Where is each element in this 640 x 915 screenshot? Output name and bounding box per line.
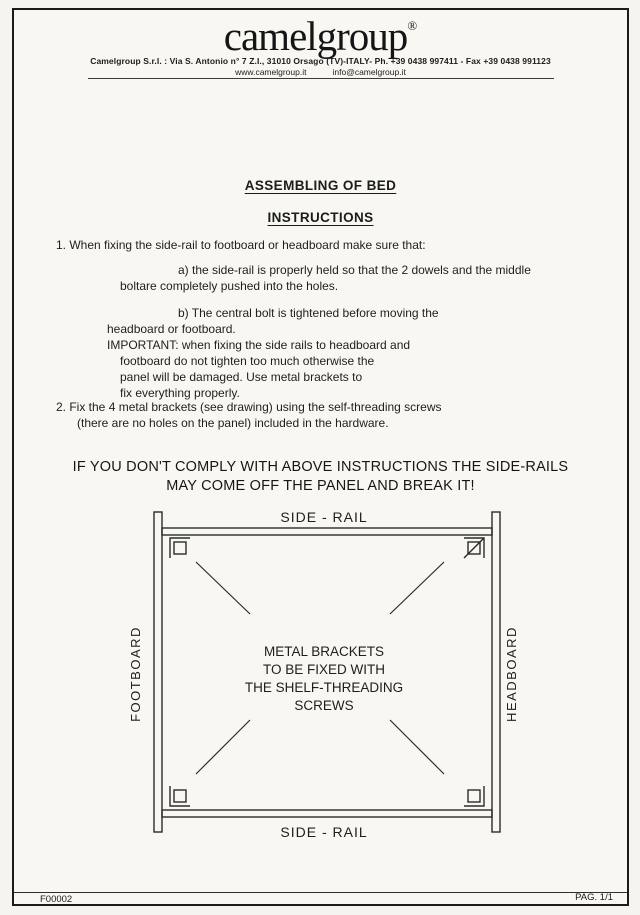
document-title: ASSEMBLING OF BED	[244, 178, 397, 193]
instruction-1b-line: footboard do not tighten too much otherw…	[120, 354, 375, 368]
document-page: camelgroup® Camelgroup S.r.l. : Via S. A…	[12, 8, 629, 906]
warning-line: IF YOU DON'T COMPLY WITH ABOVE INSTRUCTI…	[72, 459, 569, 475]
header-divider	[88, 78, 554, 79]
headboard-rail	[491, 511, 501, 833]
instruction-2: 2. Fix the 4 metal brackets (see drawing…	[56, 399, 442, 431]
registered-trademark-icon: ®	[407, 18, 418, 33]
metal-bracket-bottom-left	[169, 786, 190, 807]
company-logo: camelgroup®	[14, 12, 627, 60]
pointer-line-bottom-left	[195, 719, 251, 775]
page-number: PAG. 1/1	[575, 892, 613, 903]
side-rail-top-bar	[161, 527, 493, 536]
instruction-1: 1. When fixing the side-rail to footboar…	[56, 238, 426, 252]
pointer-line-top-left	[195, 561, 251, 615]
form-number: F00002	[40, 894, 73, 905]
bed-frame-drawing: SIDE - RAIL SIDE - RAIL	[128, 509, 519, 840]
instruction-1b-line: IMPORTANT: when fixing the side rails to…	[107, 338, 411, 352]
instruction-1a: a) the side-rail is properly held so tha…	[120, 262, 531, 294]
instruction-1a-line: boltare completely pushed into the holes…	[120, 279, 339, 293]
instruction-2-line: (there are no holes on the panel) includ…	[77, 416, 389, 430]
instruction-1b-line: fix everything properly.	[120, 386, 240, 400]
instruction-1a-line: a) the side-rail is properly held so tha…	[178, 263, 531, 277]
document-subtitle: INSTRUCTIONS	[267, 210, 374, 225]
center-note-line: TO BE FIXED WITH	[263, 662, 385, 677]
metal-bracket-top-left	[169, 537, 190, 558]
warning-line: MAY COME OFF THE PANEL AND BREAK IT!	[166, 478, 475, 494]
logo-text: camelgroup	[223, 13, 409, 59]
side-rail-bottom-bar	[161, 809, 493, 818]
instruction-1b-line: b) The central bolt is tightened before …	[178, 306, 439, 320]
footboard-rail	[153, 511, 163, 833]
company-email: info@camelgroup.it	[332, 67, 406, 77]
center-note-line: THE SHELF-THREADING	[245, 680, 403, 695]
instruction-2-line: 2. Fix the 4 metal brackets (see drawing…	[56, 400, 442, 414]
headboard-label: HEADBOARD	[504, 626, 519, 722]
pointer-line-top-right	[389, 561, 445, 615]
instruction-1b-line: headboard or footboard.	[107, 322, 236, 336]
footer-divider	[14, 892, 627, 893]
company-website: www.camelgroup.it	[235, 67, 307, 77]
pointer-line-bottom-right	[389, 719, 445, 775]
metal-bracket-bottom-right	[464, 786, 485, 807]
side-rail-top-label: SIDE - RAIL	[280, 509, 367, 525]
side-rail-bottom-label: SIDE - RAIL	[280, 824, 367, 840]
center-note-line: SCREWS	[294, 698, 353, 713]
bed-frame-diagram: SIDE - RAIL SIDE - RAIL	[100, 506, 540, 851]
footboard-label: FOOTBOARD	[128, 626, 143, 722]
warning-text: IF YOU DON'T COMPLY WITH ABOVE INSTRUCTI…	[14, 458, 627, 496]
company-contact: www.camelgroup.it info@camelgroup.it	[14, 67, 627, 77]
instruction-1b-line: panel will be damaged. Use metal bracket…	[120, 370, 363, 384]
company-address: Camelgroup S.r.l. : Via S. Antonio n° 7 …	[90, 56, 551, 66]
instruction-1b: b) The central bolt is tightened before …	[107, 305, 439, 401]
metal-bracket-top-right	[463, 537, 485, 559]
center-note-line: METAL BRACKETS	[264, 644, 384, 659]
